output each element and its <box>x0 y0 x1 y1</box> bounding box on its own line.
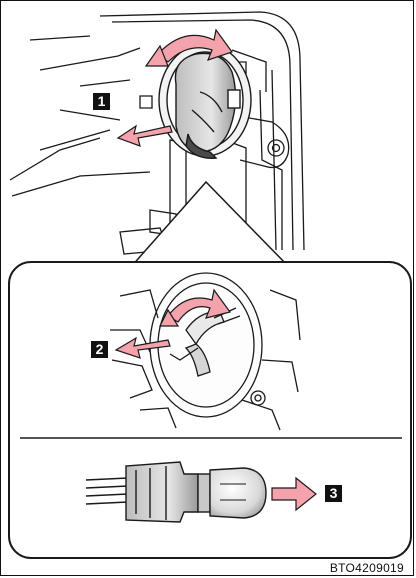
figure-code: BTO4209019 <box>330 561 404 575</box>
pull-arrow-top <box>118 126 172 146</box>
callout-wedge <box>130 182 290 268</box>
step-3-badge: 3 <box>325 485 342 502</box>
step-2-badge: 2 <box>91 341 108 358</box>
step-1-badge: 1 <box>93 93 110 110</box>
